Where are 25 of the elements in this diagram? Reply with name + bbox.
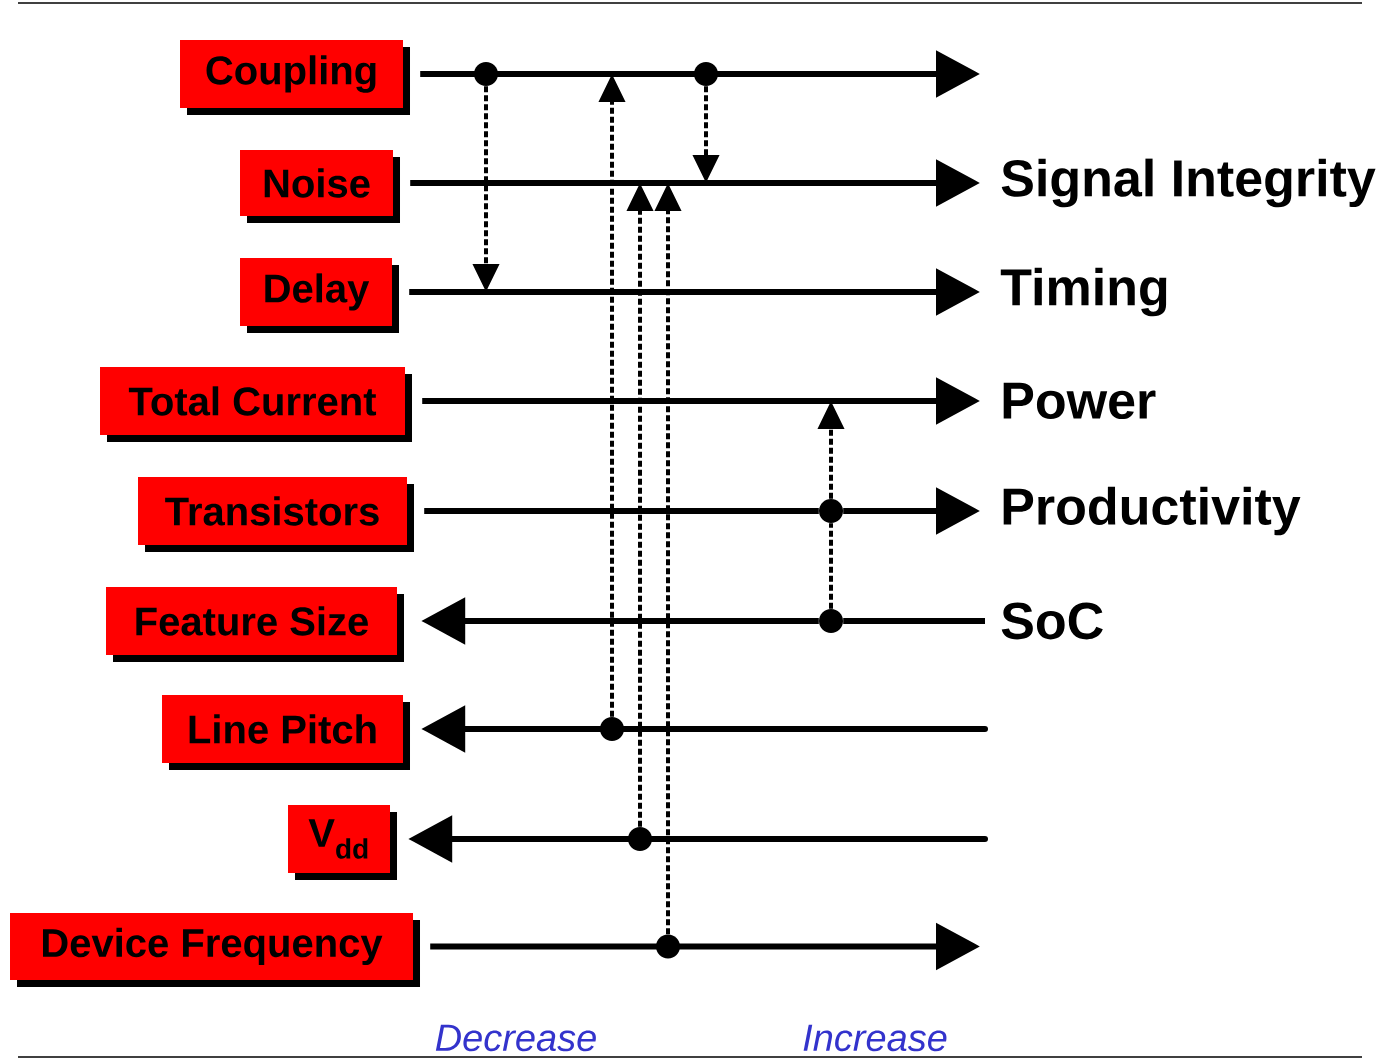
outcome-label: Signal Integrity [1001,158,1376,208]
line [424,508,819,514]
axis-label: Increase [803,1024,947,1052]
axis-label: Decrease [435,1024,596,1052]
dashed-line [829,523,833,609]
label-box: Noise [240,150,400,223]
junction-dot [600,717,624,741]
label-box: Device Frequency [10,913,420,987]
outcome-label: SoC [1001,602,1103,640]
junction-dot [819,499,843,523]
junction-dot [628,827,652,851]
label-box: Coupling [180,40,410,115]
label-box: Line Pitch [162,695,410,770]
outcome-label: Timing [1000,267,1167,317]
label-box: Feature Size [106,587,404,662]
junction-dot [474,62,498,86]
junction-dot [694,62,718,86]
label-box: Delay [240,258,399,333]
outcome-label: Power [1003,382,1156,420]
label-box: Total Current [100,367,412,442]
label-box: Transistors [138,477,414,552]
junction-dot [819,609,843,633]
label-box: V$_{dd}$ [288,805,397,880]
junction-dot [656,934,680,959]
outcome-label: Productivity [1003,486,1301,536]
